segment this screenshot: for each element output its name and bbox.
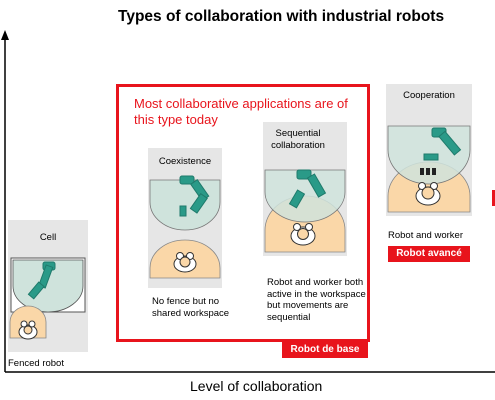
cell-title: Cell xyxy=(39,232,57,243)
cooperation-illustration xyxy=(387,125,471,213)
cooperation-title: Cooperation xyxy=(403,90,455,101)
x-axis-label: Level of collaboration xyxy=(190,378,323,394)
cooperation-caption: Robot and worker xyxy=(388,230,463,241)
cooperation-robot-arm-icon xyxy=(423,127,462,161)
badge-base: Robot de base xyxy=(282,342,368,358)
edge-marker xyxy=(492,190,495,206)
cooperation-worker-icon xyxy=(415,182,441,206)
coexistence-title: Coexistence xyxy=(158,156,212,167)
sequential-caption: Robot and worker both active in the work… xyxy=(267,277,366,323)
coexistence-robot-zone xyxy=(149,179,221,231)
coexistence-caption: No fence but no shared workspace xyxy=(152,296,230,319)
cell-robot-zone xyxy=(12,259,84,313)
sequential-illustration xyxy=(264,169,346,253)
cell-illustration xyxy=(9,257,86,340)
cooperation-workpiece-icon xyxy=(420,168,436,175)
highlight-box xyxy=(116,84,370,342)
cell-caption: Fenced robot xyxy=(8,358,64,369)
sequential-robot-arm-icon xyxy=(288,169,327,209)
sequential-worker-icon xyxy=(290,223,316,246)
coexistence-worker-icon xyxy=(173,252,197,273)
coexistence-illustration xyxy=(149,175,221,279)
sequential-robot-zone xyxy=(264,169,346,223)
y-axis-arrowhead xyxy=(1,30,9,40)
sequential-title: Sequential collaboration xyxy=(271,128,325,151)
diagram-title: Types of collaboration with industrial r… xyxy=(118,8,445,25)
cell-robot-arm-icon xyxy=(27,261,56,300)
highlight-text: Most collaborative applications are of t… xyxy=(134,96,348,127)
cell-worker-icon xyxy=(18,320,38,340)
coexistence-robot-arm-icon xyxy=(179,175,210,217)
badge-advanced: Robot avancé xyxy=(388,246,470,262)
